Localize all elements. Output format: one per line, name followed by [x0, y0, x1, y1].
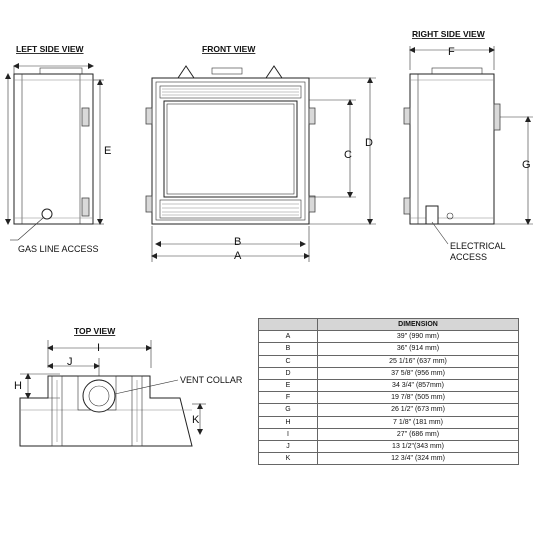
dimension-letter: F	[258, 391, 318, 405]
left-side-view-title: LEFT SIDE VIEW	[16, 44, 85, 54]
top-view-title: TOP VIEW	[74, 326, 116, 336]
dim-label-b: B	[234, 236, 241, 248]
gas-line-access-label: GAS LINE ACCESS	[18, 244, 99, 254]
dimension-letter: J	[258, 439, 318, 454]
header-dimension-cell: DIMENSION	[317, 317, 519, 332]
dimension-letter: B	[258, 342, 318, 356]
header-letter-cell	[258, 317, 318, 332]
dimension-table-header-row: DIMENSION	[258, 317, 519, 332]
top-view	[19, 340, 206, 447]
dim-label-e: E	[104, 145, 111, 157]
dim-label-c: C	[344, 149, 352, 161]
dimension-letter: I	[258, 427, 318, 441]
dimension-value: 37 5/8" (956 mm)	[317, 366, 519, 380]
dimension-value: 25 1/16" (637 mm)	[317, 354, 519, 368]
dimension-letter: G	[258, 403, 318, 417]
dimension-letter: H	[258, 415, 318, 429]
electrical-label-line2: ACCESS	[450, 252, 487, 262]
dim-label-g: G	[522, 159, 531, 171]
dimension-value: 26 1/2" (673 mm)	[317, 403, 519, 417]
dimension-value: 7 1/8" (181 mm)	[317, 415, 519, 429]
dim-label-a: A	[234, 250, 242, 262]
dimension-letter: E	[258, 378, 318, 393]
dimension-letter: D	[258, 366, 318, 380]
dimension-value: 13 1/2"(343 mm)	[317, 439, 519, 454]
dim-label-j: J	[67, 356, 73, 368]
dim-label-k: K	[192, 414, 200, 426]
dimension-value: 12 3/4" (324 mm)	[317, 452, 519, 466]
front-view	[145, 65, 376, 262]
dimension-value: 39" (990 mm)	[317, 330, 519, 344]
right-side-view	[403, 46, 533, 245]
dim-label-f: F	[448, 46, 455, 58]
dimension-letter: A	[258, 330, 318, 344]
dimension-value: 34 3/4" (857mm)	[317, 378, 519, 393]
electrical-label-line1: ELECTRICAL	[450, 241, 506, 251]
right-side-view-title: RIGHT SIDE VIEW	[412, 29, 486, 39]
front-view-title: FRONT VIEW	[202, 44, 256, 54]
vent-collar-label: VENT COLLAR	[180, 375, 243, 385]
dimension-letter: C	[258, 354, 318, 368]
dimension-letter: K	[258, 452, 318, 466]
left-side-view	[5, 63, 104, 241]
dim-label-i: I	[97, 342, 100, 354]
dimension-value: 36" (914 mm)	[317, 342, 519, 356]
dimension-value: 27" (686 mm)	[317, 427, 519, 441]
dimension-value: 19 7/8" (505 mm)	[317, 391, 519, 405]
dim-label-d: D	[365, 137, 373, 149]
dim-label-h: H	[14, 380, 22, 392]
